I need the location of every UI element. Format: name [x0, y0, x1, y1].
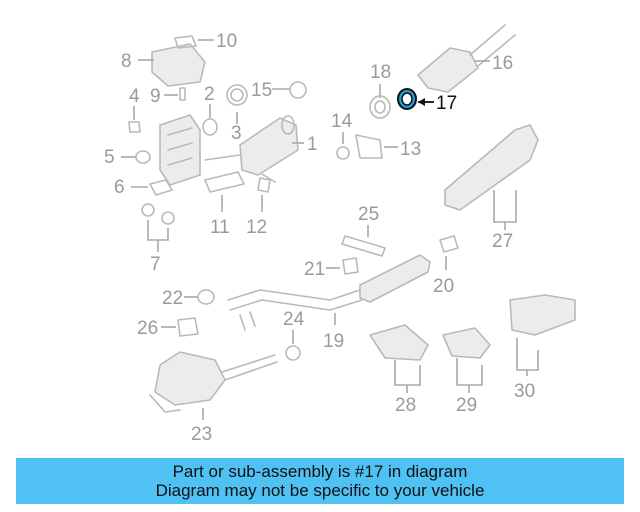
callout-15[interactable]: 15	[251, 80, 272, 101]
part-14-nut[interactable]	[336, 146, 350, 160]
callout-4[interactable]: 4	[129, 86, 140, 107]
callout-17[interactable]: 17	[436, 93, 457, 114]
part-15b-ring[interactable]	[289, 81, 307, 99]
callout-16[interactable]: 16	[492, 53, 513, 74]
part-15-ring[interactable]	[226, 84, 248, 106]
callout-8[interactable]: 8	[121, 51, 132, 72]
callout-20[interactable]: 20	[433, 276, 454, 297]
part-5-nut[interactable]	[135, 150, 151, 164]
part-12-bolt[interactable]	[257, 177, 271, 193]
part-22-mount[interactable]	[197, 289, 215, 305]
callout-10[interactable]: 10	[216, 31, 237, 52]
callout-11[interactable]: 11	[210, 217, 230, 238]
callout-14[interactable]: 14	[331, 111, 353, 132]
part-2-gasket[interactable]	[202, 118, 218, 136]
part-30-shield[interactable]	[509, 294, 576, 336]
callout-22[interactable]: 22	[162, 288, 183, 309]
leader-29	[456, 358, 483, 393]
callout-12[interactable]: 12	[246, 217, 267, 238]
banner-line-2: Diagram may not be specific to your vehi…	[155, 481, 485, 500]
part-6-gasket[interactable]	[149, 179, 173, 196]
callout-24[interactable]: 24	[283, 309, 305, 330]
callout-27[interactable]: 27	[492, 231, 513, 252]
part-26-bracket[interactable]	[177, 317, 199, 337]
callout-28[interactable]: 28	[395, 395, 416, 416]
part-9-plug[interactable]	[179, 87, 186, 101]
part-13-clamp[interactable]	[355, 134, 383, 159]
part-19-middle-pipe[interactable]	[227, 254, 431, 331]
callout-6[interactable]: 6	[114, 177, 125, 198]
leader-30	[516, 338, 539, 376]
part-29-shield[interactable]	[442, 327, 491, 359]
leader-28	[394, 360, 421, 393]
callout-9[interactable]: 9	[150, 86, 161, 107]
callout-23[interactable]: 23	[191, 424, 212, 445]
callout-1[interactable]: 1	[307, 134, 318, 155]
callout-2[interactable]: 2	[204, 84, 215, 105]
part-7b-mount[interactable]	[161, 211, 175, 225]
exhaust-parts-diagram: 10 8 9 2 15 1 4 3 5 6 11 12 7	[104, 24, 576, 445]
callout-19[interactable]: 19	[323, 331, 344, 352]
part-18-flange[interactable]	[369, 95, 391, 119]
callout-26[interactable]: 26	[137, 318, 158, 339]
part-27-heat-shield[interactable]	[444, 124, 539, 211]
part-4-nut[interactable]	[128, 121, 141, 133]
part-7a-mount[interactable]	[141, 203, 155, 217]
callout-21[interactable]: 21	[304, 259, 325, 280]
part-21-hanger[interactable]	[342, 257, 359, 275]
part-1-converter[interactable]	[204, 115, 299, 183]
part-28-shield[interactable]	[369, 324, 429, 361]
part-25-bracket[interactable]	[341, 235, 386, 257]
info-banner: Part or sub-assembly is #17 in diagram D…	[16, 458, 624, 504]
leader-27	[493, 190, 517, 230]
part-23-rear-muffler[interactable]	[149, 351, 278, 413]
leader-7	[147, 220, 169, 252]
part-11-bracket[interactable]	[204, 171, 245, 193]
callout-3[interactable]: 3	[231, 123, 242, 144]
part-16-front-pipe[interactable]	[417, 24, 516, 93]
callout-25[interactable]: 25	[358, 204, 379, 225]
callout-29[interactable]: 29	[456, 395, 477, 416]
callout-30[interactable]: 30	[514, 381, 535, 402]
part-17-gasket[interactable]	[397, 88, 417, 110]
part-manifold[interactable]	[159, 114, 201, 186]
arrow-17-icon	[418, 98, 425, 106]
callout-7[interactable]: 7	[150, 254, 161, 275]
part-24-clamp[interactable]	[285, 345, 301, 361]
callout-13[interactable]: 13	[400, 139, 421, 160]
part-20-hanger[interactable]	[439, 235, 459, 253]
callout-5[interactable]: 5	[104, 147, 115, 168]
callout-18[interactable]: 18	[370, 62, 391, 83]
banner-line-1: Part or sub-assembly is #17 in diagram	[172, 462, 468, 481]
part-8-cover[interactable]	[151, 35, 206, 87]
